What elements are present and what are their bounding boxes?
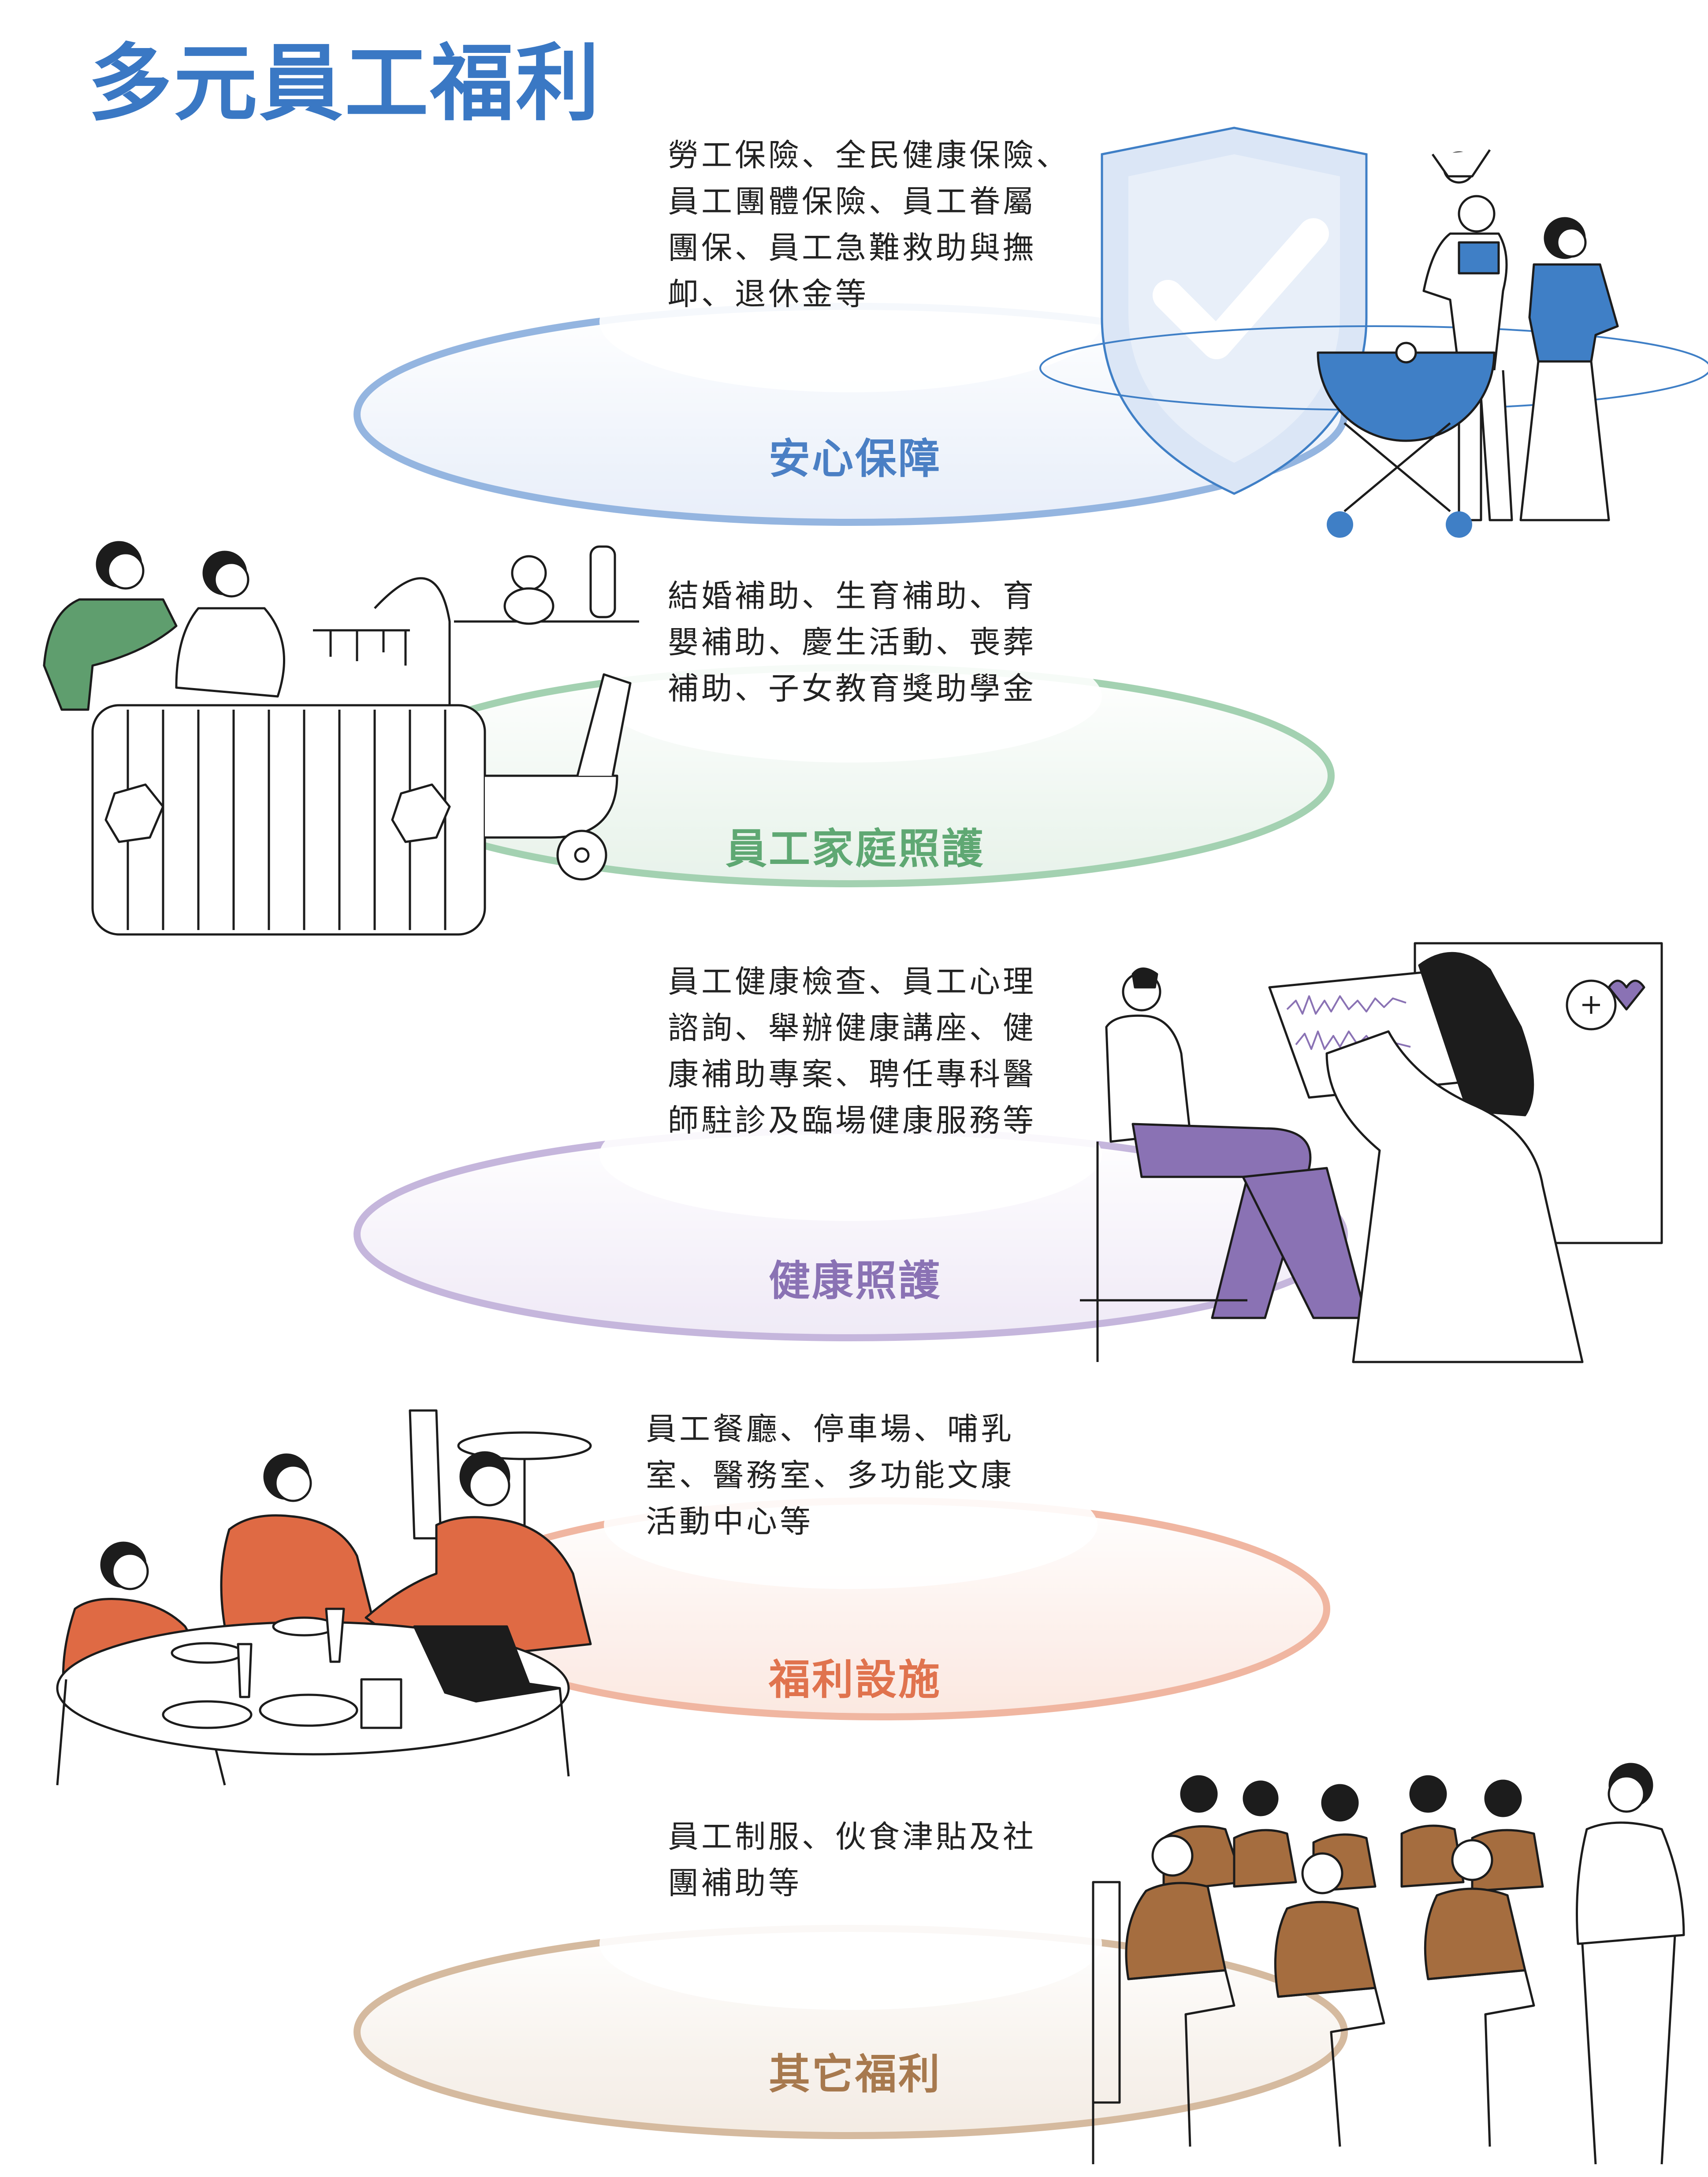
shield-icon [1102, 128, 1366, 494]
ellipse-ring [354, 251, 1348, 526]
section-description: 勞工保險、全民健康保險、 員工團體保險、員工眷屬 團保、員工急難救助與撫 卹、退… [668, 137, 1070, 312]
section-label: 健康照護 [768, 1257, 941, 1305]
shield-family-illustration [1036, 88, 1708, 538]
section-description: 員工餐廳、停車場、哺乳 室、醫務室、多功能文康 活動中心等 [646, 1411, 1014, 1540]
section-label: 福利設施 [768, 1656, 941, 1704]
nursery-illustration [31, 520, 657, 952]
teddy-bear-icon [512, 556, 546, 590]
section-description: 員工制服、伙食津貼及社 團補助等 [668, 1819, 1036, 1901]
section-health: 員工健康檢查、員工心理 諮詢、舉辦健康講座、健 康補助專案、聘任專科醫 師駐診及… [0, 948, 1708, 1388]
baby-bottle-icon [591, 547, 615, 617]
ellipse-ring [354, 1878, 1348, 2139]
section-description: 結婚補助、生育補助、育 嬰補助、慶生活動、喪葬 補助、子女教育獎助學金 [668, 578, 1036, 707]
section-label: 安心保障 [768, 435, 941, 483]
section-other: 員工制服、伙食津貼及社 團補助等 其它福利 [0, 1785, 1708, 2177]
section-description: 員工健康檢查、員工心理 諮詢、舉辦健康講座、健 康補助專案、聘任專科醫 師駐診及… [668, 964, 1036, 1139]
section-security: 勞工保險、全民健康保險、 員工團體保險、員工眷屬 團保、員工急難救助與撫 卹、退… [0, 115, 1708, 555]
wine-glass-icon [238, 1644, 251, 1697]
heart-icon [1609, 981, 1644, 1009]
section-label: 員工家庭照護 [725, 825, 985, 873]
section-label: 其它福利 [768, 2050, 941, 2099]
family-figures [1318, 150, 1618, 538]
doctor-consultation-illustration [1080, 921, 1708, 1388]
section-family: 結婚補助、生育補助、育 嬰補助、慶生活動、喪葬 補助、子女教育獎助學金 員工家庭… [0, 520, 1708, 983]
ellipse-ring [433, 1461, 1330, 1720]
page-title: 多元員工福利 [88, 35, 602, 132]
section-facility: 員工餐廳、停車場、哺乳 室、醫務室、多功能文康 活動中心等 福利設施 [0, 1380, 1708, 1820]
team-applause-illustration [1075, 1741, 1693, 2164]
dining-meeting-illustration [40, 1397, 639, 1785]
